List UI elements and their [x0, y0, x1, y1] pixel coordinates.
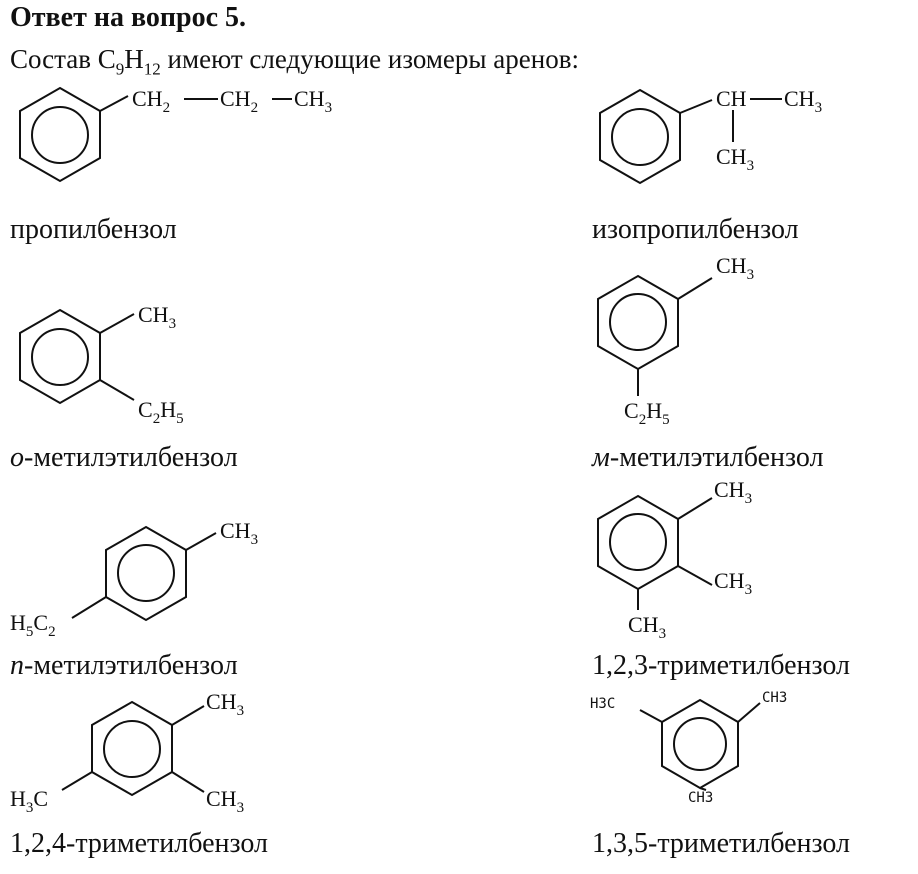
name-propylbenzene: пропилбензол: [10, 214, 177, 245]
123-ch3-top: CH3: [714, 477, 752, 507]
123-trimethylbenzene-structure: CH3 CH3 CH3: [597, 477, 752, 642]
135-ch3-right: CH3: [762, 690, 787, 706]
name-124-trimethylbenzene: 1,2,4-триметилбензол: [10, 828, 269, 859]
123-ch3-bottom: CH3: [628, 612, 666, 642]
name-m-methylethylbenzene: м-метилэтилбензол: [592, 442, 824, 473]
135-trimethylbenzene-structure: H3C CH3 CH3: [590, 690, 787, 806]
124-h3c: H3C: [10, 786, 48, 816]
123-ch3-mid: CH3: [714, 568, 752, 598]
p-methylethylbenzene-structure: CH3 H5C2: [10, 518, 258, 640]
124-ch3-bottom: CH3: [206, 786, 244, 816]
o-methylethylbenzene-structure: CH3 C2H5: [19, 302, 184, 427]
isopropyl-ch3-b: CH3: [716, 144, 754, 174]
124-trimethylbenzene-structure: CH3 CH3 H3C: [10, 689, 244, 816]
m-c2h5: C2H5: [624, 398, 670, 428]
name-135-trimethylbenzene: 1,3,5-триметилбензол: [592, 828, 851, 859]
name-123-trimethylbenzene: 1,2,3-триметилбензол: [592, 650, 851, 681]
o-ch3: CH3: [138, 302, 176, 332]
isopropyl-ch: CH: [716, 86, 747, 111]
124-ch3-top: CH3: [206, 689, 244, 719]
m-methylethylbenzene-structure: CH3 C2H5: [597, 253, 754, 428]
p-h5c2: H5C2: [10, 610, 56, 640]
isopropyl-ch3-a: CH3: [784, 86, 822, 116]
answer-title: Ответ на вопрос 5.: [10, 2, 247, 33]
isopropylbenzene-structure: CH CH3 CH3: [599, 86, 822, 185]
name-o-methylethylbenzene: о-метилэтилбензол: [10, 442, 238, 473]
propylbenzene-structure: CH2 CH2 CH3: [19, 86, 332, 183]
name-isopropylbenzene: изопропилбензол: [592, 214, 799, 245]
propyl-ch2-a: CH2: [132, 86, 170, 116]
m-ch3: CH3: [716, 253, 754, 283]
135-ch3-bottom: CH3: [688, 790, 713, 806]
propyl-ch2-b: CH2: [220, 86, 258, 116]
propyl-ch3: CH3: [294, 86, 332, 116]
name-p-methylethylbenzene: п-метилэтилбензол: [10, 650, 238, 681]
o-c2h5: C2H5: [138, 397, 184, 427]
p-ch3: CH3: [220, 518, 258, 548]
intro-text: Состав C9H12 имеют следующие изомеры аре…: [10, 44, 579, 79]
135-h3c: H3C: [590, 696, 615, 712]
